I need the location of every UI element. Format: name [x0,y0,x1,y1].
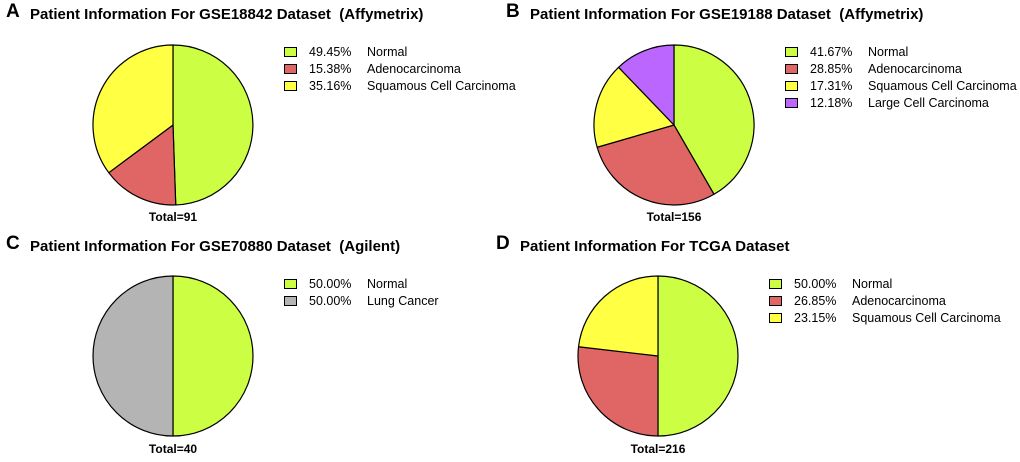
panel-letter: B [506,1,520,22]
legend-percent: 35.16% [309,79,352,93]
pie-slice-squamous-cell-carcinoma [577,275,659,357]
legend-label: Squamous Cell Carcinoma [367,79,516,93]
legend-swatch [769,279,782,289]
panel-d: D Patient Information For TCGA Dataset T… [496,232,1001,462]
total-label: Total=216 [630,442,686,456]
panel-b: B Patient Information For GSE19188 Datas… [506,0,1017,230]
legend-swatch [284,296,297,306]
legend-swatch [785,98,798,108]
legend-swatch [785,81,798,91]
chart-title: Patient Information For TCGA Dataset [520,238,790,255]
pie-slice-large-cell-carcinoma [617,44,675,126]
pie-slice-normal [657,275,739,437]
legend-percent: 23.15% [794,311,837,325]
legend-label: Large Cell Carcinoma [868,96,989,110]
pie-chart [92,275,254,437]
panel-letter: D [496,233,510,254]
pie-chart [92,44,254,206]
legend-swatch [284,279,297,289]
total-label: Total=156 [646,210,702,224]
legend-label: Normal [868,45,909,59]
legend-swatch [284,47,297,57]
legend-label: Normal [367,45,408,59]
chart-title: Patient Information For GSE18842 Dataset… [30,6,424,23]
legend-label: Adenocarcinoma [868,62,962,76]
legend-swatch [785,64,798,74]
pie-chart [577,275,739,437]
pie-slice-squamous-cell-carcinoma [593,66,675,148]
legend-percent: 50.00% [794,277,837,291]
pie-slice-adenocarcinoma [596,124,715,206]
legend-label: Squamous Cell Carcinoma [852,311,1001,325]
total-label: Total=40 [148,442,198,456]
pie-slice-lung-cancer [92,275,174,437]
pie-slice-normal [172,44,254,206]
legend-swatch [284,81,297,91]
legend-percent: 49.45% [309,45,352,59]
chart-title: Patient Information For GSE70880 Dataset… [30,238,401,255]
legend-label: Squamous Cell Carcinoma [868,79,1017,93]
legend-label: Normal [367,277,408,291]
pie-slice-normal [172,275,254,437]
panel-letter: C [6,233,20,254]
legend-swatch [785,47,798,57]
legend-percent: 12.18% [810,96,853,110]
legend-label: Adenocarcinoma [367,62,461,76]
pie-slice-normal [673,44,755,195]
legend-percent: 17.31% [810,79,853,93]
pie-chart [593,44,755,206]
legend-label: Adenocarcinoma [852,294,946,308]
legend-percent: 50.00% [309,294,352,308]
legend-swatch [769,296,782,306]
total-label: Total=91 [148,210,198,224]
pie-slice-adenocarcinoma [577,346,659,437]
legend-percent: 28.85% [810,62,853,76]
panel-a: A Patient Information For GSE18842 Datas… [6,0,516,230]
legend-label: Normal [852,277,893,291]
panel-c: C Patient Information For GSE70880 Datas… [6,232,506,462]
chart-title: Patient Information For GSE19188 Dataset… [530,6,924,23]
legend-percent: 41.67% [810,45,853,59]
legend-swatch [769,313,782,323]
legend-swatch [284,64,297,74]
legend-percent: 50.00% [309,277,352,291]
pie-slice-squamous-cell-carcinoma [92,44,174,174]
legend-percent: 15.38% [309,62,352,76]
legend-label: Lung Cancer [367,294,439,308]
legend-percent: 26.85% [794,294,837,308]
panel-letter: A [6,1,20,22]
pie-slice-adenocarcinoma [108,124,177,206]
